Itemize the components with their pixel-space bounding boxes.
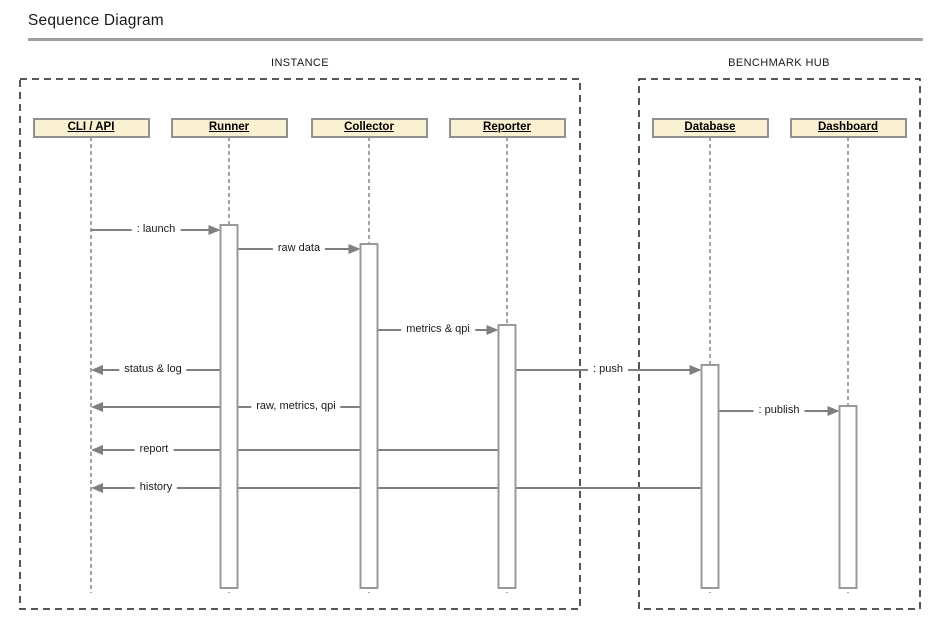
- activation-runner: [219, 224, 239, 589]
- message-push-arrowhead: [689, 365, 702, 375]
- frame-label-instance: INSTANCE: [270, 57, 330, 69]
- activation-database: [700, 364, 720, 589]
- message-status-log-label: status & log: [119, 362, 187, 377]
- message-push-label: : push: [588, 362, 628, 377]
- message-metrics-qpi-label: metrics & qpi: [401, 322, 475, 337]
- message-publish-arrowhead: [827, 406, 840, 416]
- message-status-log-arrowhead: [91, 365, 103, 375]
- frame-label-benchmark-hub: BENCHMARK HUB: [728, 57, 830, 69]
- frame-benchmark-hub: [638, 78, 921, 610]
- message-launch-label: : launch: [131, 222, 181, 237]
- message-raw-metrics-qpi-label: raw, metrics, qpi: [251, 399, 341, 414]
- lifeline-head-runner: Runner: [170, 118, 288, 138]
- message-report-arrowhead: [91, 445, 103, 455]
- message-publish-label: : publish: [753, 403, 805, 418]
- message-launch-arrowhead: [208, 225, 221, 235]
- title-rule: [28, 38, 923, 41]
- lifeline-head-collector: Collector: [310, 118, 428, 138]
- activation-collector: [359, 243, 379, 589]
- lifeline-head-cli-api: CLI / API: [32, 118, 150, 138]
- message-raw-metrics-qpi-arrowhead: [91, 402, 103, 412]
- message-metrics-qpi-arrowhead: [486, 325, 499, 335]
- page-title: Sequence Diagram: [28, 12, 164, 29]
- message-history-label: history: [134, 480, 178, 495]
- frame-instance: [19, 78, 581, 610]
- lifeline-head-reporter: Reporter: [448, 118, 566, 138]
- message-raw-data-label: raw data: [272, 241, 326, 256]
- lifeline-head-database: Database: [651, 118, 769, 138]
- activation-dashboard: [838, 405, 858, 589]
- message-report-label: report: [134, 442, 174, 457]
- message-history-arrowhead: [91, 483, 103, 493]
- activation-reporter: [497, 324, 517, 589]
- lifeline-head-dashboard: Dashboard: [789, 118, 907, 138]
- message-raw-data-arrowhead: [348, 244, 361, 254]
